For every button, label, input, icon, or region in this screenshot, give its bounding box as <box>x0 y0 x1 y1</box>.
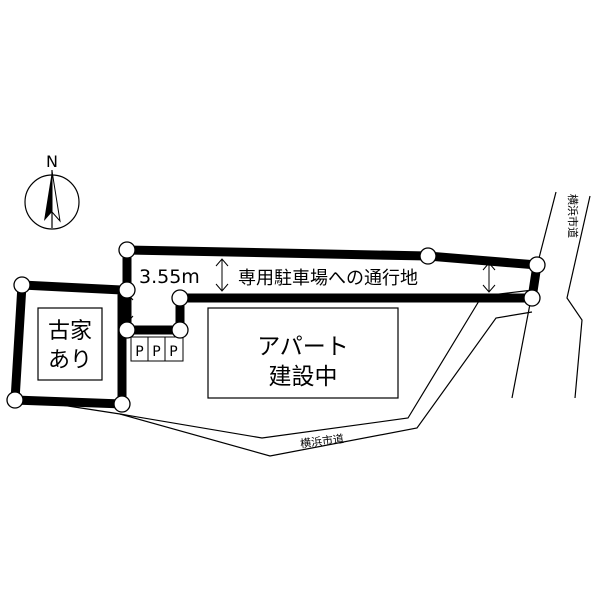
corner-marker <box>171 321 189 339</box>
arrow-down-icon <box>215 283 229 292</box>
corner-marker <box>113 395 131 413</box>
road-label-bottom: 横浜市道 <box>299 431 344 450</box>
access-road-label: 専用駐車場への通行地 <box>238 268 418 289</box>
old-house-outline <box>37 307 103 381</box>
road-bottom-south-edge <box>119 311 533 457</box>
road-label-right: 横浜市道 <box>566 194 580 238</box>
parking-outline <box>130 336 184 362</box>
width-measure: 3.55m <box>139 266 200 288</box>
apartment-line1: アパート <box>257 334 349 360</box>
arrow-up-icon <box>482 262 496 271</box>
corner-markers <box>6 241 546 413</box>
corner-marker <box>171 289 189 307</box>
old-house-block: 古家 あり <box>37 307 103 381</box>
arrow-down-icon <box>482 284 496 293</box>
compass-needle-right <box>51 170 61 223</box>
access-strip-boundary <box>122 245 543 335</box>
parking-spaces: P P P <box>130 336 184 362</box>
corner-marker <box>528 256 546 274</box>
corner-marker <box>118 321 136 339</box>
parking-label: P <box>152 344 160 360</box>
north-label: N <box>46 152 58 171</box>
apartment-outline <box>207 307 399 399</box>
apartment-line2: 建設中 <box>269 364 338 390</box>
parking-label: P <box>135 344 143 360</box>
corner-marker <box>523 289 541 307</box>
corner-marker <box>118 281 136 299</box>
old-house-line2: あり <box>48 348 92 373</box>
old-house-boundary <box>10 280 127 409</box>
corner-marker <box>118 241 136 259</box>
corner-marker <box>419 247 437 265</box>
apartment-block: アパート 建設中 <box>207 307 399 399</box>
old-house-line1: 古家 <box>48 319 92 344</box>
corner-marker <box>13 276 31 294</box>
parking-label: P <box>169 344 177 360</box>
roads <box>54 191 591 457</box>
compass-needle-left <box>44 171 52 221</box>
corner-marker <box>6 391 24 409</box>
road-right-east-edge <box>566 195 591 399</box>
arrow-up-icon <box>215 258 229 267</box>
north-compass: N <box>24 152 80 230</box>
